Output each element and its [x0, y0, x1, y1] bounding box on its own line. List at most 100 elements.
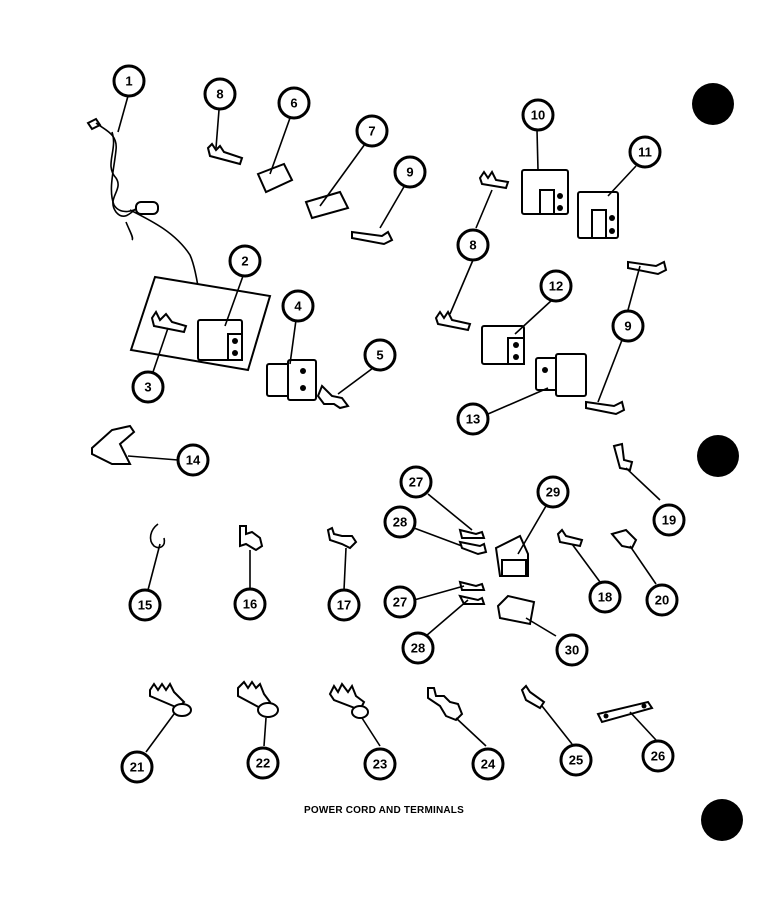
power-cord-drawing	[86, 117, 201, 301]
connector-4-drawing	[266, 359, 317, 401]
connector-13-drawing	[535, 353, 587, 397]
terminal-18-drawing	[556, 528, 584, 548]
callout-4: 4	[281, 289, 315, 323]
svg-text:6: 6	[290, 96, 297, 111]
callout-19: 19	[652, 503, 686, 537]
svg-text:10: 10	[531, 108, 545, 123]
svg-text:18: 18	[598, 590, 612, 605]
callout-12: 12	[539, 269, 573, 303]
svg-text:24: 24	[481, 757, 496, 772]
bus-bar-26-drawing	[596, 700, 654, 724]
svg-text:2: 2	[241, 254, 248, 269]
terminal-25-drawing	[520, 684, 546, 710]
callout-25: 25	[559, 743, 593, 777]
svg-text:22: 22	[256, 756, 270, 771]
svg-text:28: 28	[393, 515, 407, 530]
callout-20: 20	[645, 583, 679, 617]
svg-text:17: 17	[337, 598, 351, 613]
clip-15-drawing	[149, 523, 166, 549]
terminal-8b-drawing	[478, 170, 510, 190]
terminal-28-drawing	[458, 540, 488, 556]
callout-29: 29	[536, 475, 570, 509]
svg-text:28: 28	[411, 641, 425, 656]
connector-30-drawing	[496, 594, 536, 626]
callout-1: 1	[112, 64, 146, 98]
sleeve-6-drawing	[256, 162, 294, 194]
callout-9: 9	[393, 155, 427, 189]
svg-text:25: 25	[569, 753, 583, 768]
callout-28: 28	[383, 505, 417, 539]
svg-text:11: 11	[638, 145, 652, 160]
svg-text:9: 9	[406, 165, 413, 180]
svg-text:4: 4	[294, 299, 302, 314]
connector-11-drawing	[577, 191, 619, 239]
svg-text:13: 13	[466, 412, 480, 427]
connector-10-drawing	[521, 169, 569, 215]
callout-8: 8	[203, 77, 237, 111]
svg-text:21: 21	[130, 760, 144, 775]
svg-text:3: 3	[144, 380, 151, 395]
svg-text:1: 1	[125, 74, 132, 89]
callout-21: 21	[120, 750, 154, 784]
svg-text:19: 19	[662, 513, 676, 528]
terminal-19-drawing	[612, 442, 634, 472]
svg-text:8: 8	[216, 87, 223, 102]
terminal-9b-drawing	[627, 260, 668, 276]
svg-text:7: 7	[368, 124, 375, 139]
svg-text:9: 9	[624, 319, 631, 334]
terminal-20-drawing	[610, 528, 638, 550]
terminal-16-drawing	[239, 525, 264, 552]
terminal-5-drawing	[316, 384, 350, 410]
terminal-27b-drawing	[458, 580, 486, 591]
clamp-14-drawing	[91, 424, 136, 465]
callout-9b: 9	[611, 309, 645, 343]
ring-terminal-21-drawing	[149, 682, 192, 717]
callout-5: 5	[363, 338, 397, 372]
svg-text:8: 8	[469, 238, 476, 253]
callout-6: 6	[277, 86, 311, 120]
binder-hole	[692, 83, 734, 125]
callout-8b: 8	[456, 228, 490, 262]
binder-hole	[697, 435, 739, 477]
callout-11: 11	[628, 135, 662, 169]
svg-text:27: 27	[393, 595, 407, 610]
svg-text:27: 27	[409, 475, 423, 490]
callout-27b: 27	[383, 585, 417, 619]
callout-24: 24	[471, 747, 505, 781]
svg-text:20: 20	[655, 593, 669, 608]
callout-3: 3	[131, 370, 165, 404]
callout-23: 23	[363, 747, 397, 781]
callout-22: 22	[246, 746, 280, 780]
binder-hole	[701, 799, 743, 841]
connector-12-drawing	[481, 325, 525, 365]
callout-18: 18	[588, 580, 622, 614]
connector-29-face	[501, 559, 527, 577]
connector-2-drawing	[197, 319, 243, 361]
terminal-27-drawing	[458, 528, 486, 539]
terminal-3-drawing	[150, 310, 188, 334]
ring-terminal-22-drawing	[237, 680, 279, 718]
callout-30: 30	[555, 633, 589, 667]
callout-15: 15	[128, 588, 162, 622]
svg-text:14: 14	[186, 453, 201, 468]
callout-16: 16	[233, 587, 267, 621]
terminal-24-drawing	[427, 687, 464, 722]
terminal-8-drawing	[206, 142, 244, 166]
terminal-17-drawing	[326, 526, 358, 550]
svg-text:30: 30	[565, 643, 579, 658]
ring-terminal-23-drawing	[328, 682, 369, 719]
terminal-9-drawing	[351, 230, 394, 246]
leader-lines	[117, 95, 661, 753]
svg-text:23: 23	[373, 757, 387, 772]
callout-13: 13	[456, 402, 490, 436]
svg-text:5: 5	[376, 348, 383, 363]
callout-10: 10	[521, 98, 555, 132]
svg-text:29: 29	[546, 485, 560, 500]
svg-text:26: 26	[651, 749, 665, 764]
diagram-caption: POWER CORD AND TERMINALS	[304, 805, 464, 816]
svg-text:16: 16	[243, 597, 257, 612]
terminal-9c-drawing	[585, 400, 626, 416]
callout-17: 17	[327, 588, 361, 622]
callout-14: 14	[176, 443, 210, 477]
